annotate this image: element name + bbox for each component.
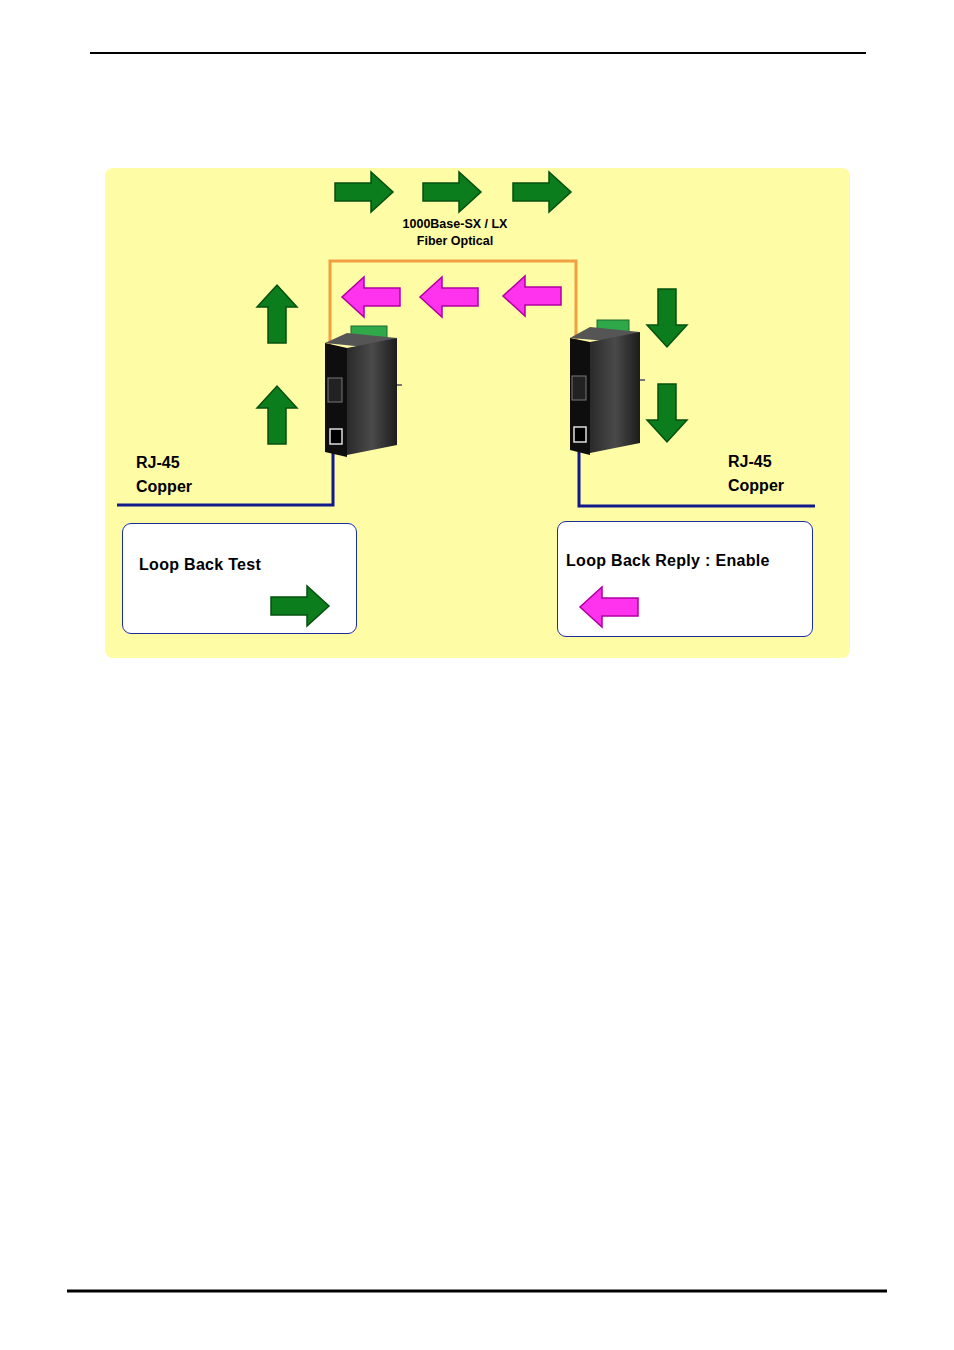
green-arrow — [271, 586, 329, 626]
housing-front — [325, 343, 347, 457]
copper-wire — [579, 440, 815, 506]
green-arrow — [513, 172, 571, 212]
port-label: RJ-45 Copper — [728, 450, 802, 498]
housing-side — [347, 338, 397, 455]
fiber-port — [328, 378, 342, 402]
magenta-arrow — [420, 277, 478, 317]
box-ground — [557, 521, 813, 637]
housing-front — [570, 338, 590, 455]
fiber-port — [572, 376, 586, 400]
box-text: Loop Back Reply : Enable — [566, 552, 812, 570]
green-arrow — [647, 384, 687, 442]
green-arrow — [257, 386, 297, 444]
box-text: Loop Back Test — [139, 556, 356, 574]
rj45-port — [574, 427, 586, 442]
cable-label: 1000Base-SX / LX Fiber Optical — [390, 216, 520, 250]
magenta-arrow — [503, 276, 561, 316]
housing-side — [590, 332, 640, 453]
magenta-arrow — [580, 587, 638, 627]
text-box: Loop Back Reply : Enable — [557, 521, 813, 637]
diagram-background — [105, 168, 850, 658]
footer-rule — [67, 1290, 887, 1293]
media-converter — [325, 326, 402, 457]
copper-wire — [117, 440, 333, 505]
green-arrow — [257, 285, 297, 343]
media-converter — [570, 320, 645, 455]
green-arrow — [423, 172, 481, 212]
rj45-port — [330, 429, 342, 444]
box-ground — [122, 523, 357, 634]
green-arrow — [647, 289, 687, 347]
port-label: RJ-45 Copper — [136, 451, 210, 499]
header-rule — [90, 52, 866, 54]
text-box: Loop Back Test — [122, 523, 357, 634]
magenta-arrow — [342, 277, 400, 317]
green-arrow — [335, 172, 393, 212]
